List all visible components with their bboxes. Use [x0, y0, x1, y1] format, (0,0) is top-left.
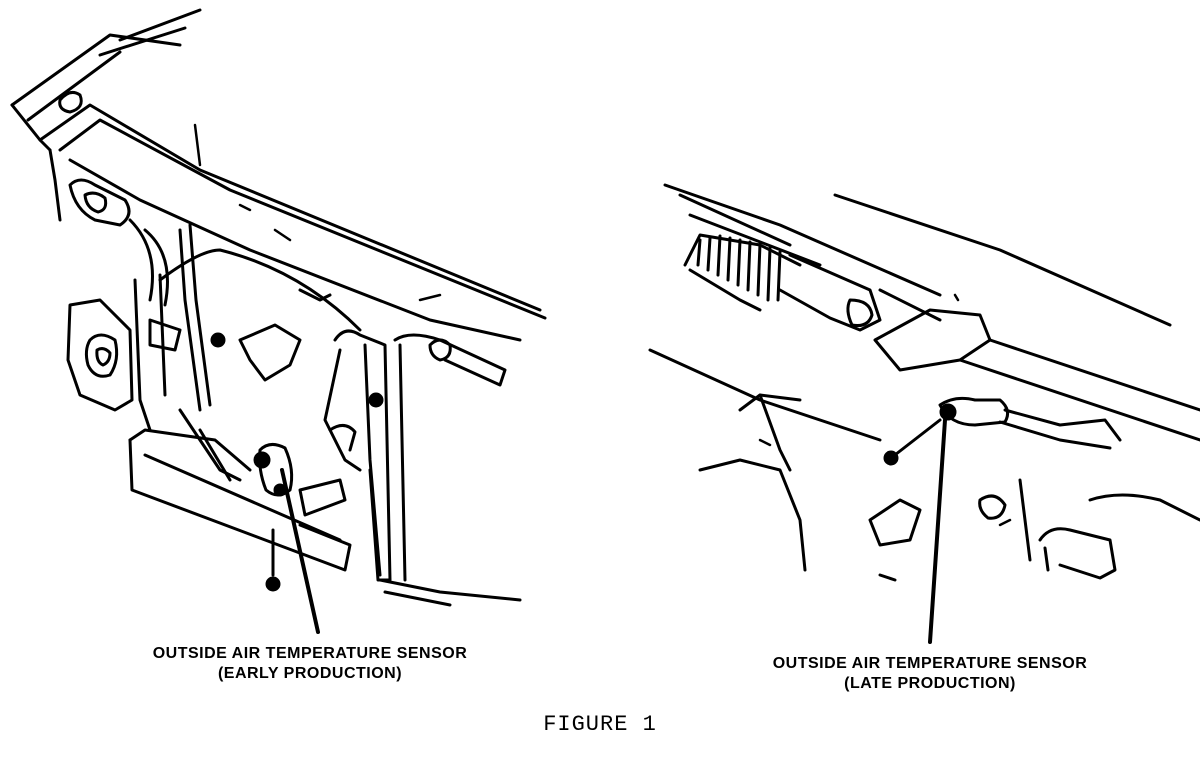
misc-hatching-left: [193, 123, 442, 302]
hood-edge-lines: [648, 183, 1172, 442]
vertical-support-strut: [133, 223, 212, 432]
misc-hatching-right: [758, 293, 1012, 527]
late-sensor-callout: OUTSIDE AIR TEMPERATURE SENSOR (LATE PRO…: [720, 654, 1140, 694]
cowl-grille: [683, 233, 802, 312]
late-leader-line: [928, 418, 947, 644]
wiper-arm-linkage: [778, 253, 1200, 442]
early-sensor: [253, 443, 294, 592]
early-leader-line: [280, 468, 320, 634]
horn-assembly: [66, 298, 134, 412]
lower-tie-bar: [128, 428, 522, 607]
late-sensor-label: OUTSIDE AIR TEMPERATURE SENSOR: [772, 655, 1088, 672]
wiring-harness: [158, 248, 362, 482]
late-sensor: [883, 396, 1122, 466]
fender-apron: [698, 393, 1200, 582]
figure-caption: FIGURE 1: [543, 712, 657, 737]
late-production-label: (LATE PRODUCTION): [844, 675, 1016, 692]
radiator-support-upper: [10, 8, 547, 342]
hood-latch-bracket: [323, 329, 507, 582]
early-sensor-callout: OUTSIDE AIR TEMPERATURE SENSOR (EARLY PR…: [100, 644, 520, 684]
early-sensor-label: OUTSIDE AIR TEMPERATURE SENSOR: [152, 645, 468, 662]
early-production-label: (EARLY PRODUCTION): [217, 665, 403, 682]
headlamp-mount-bracket: [68, 178, 169, 307]
